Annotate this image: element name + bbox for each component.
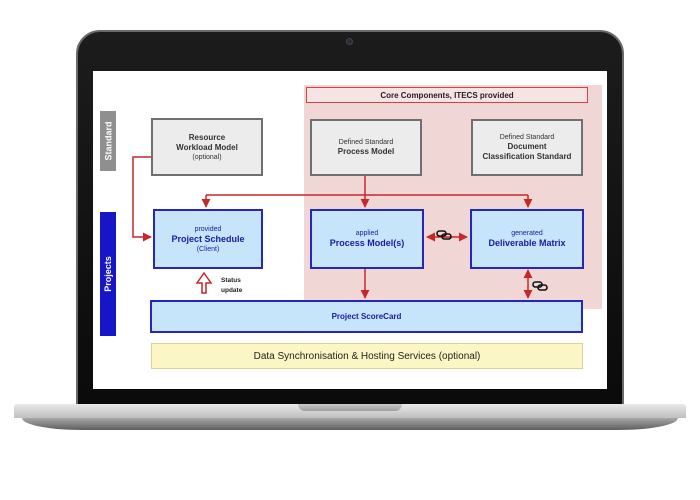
- process-model-standard-caption: Defined Standard: [338, 139, 394, 146]
- standard-label: Standard: [100, 111, 116, 171]
- status-update-arrow-icon: [195, 271, 213, 294]
- data-sync-hosting-bar: Data Synchronisation & Hosting Services …: [151, 343, 583, 369]
- laptop-notch: [298, 404, 402, 411]
- link-icon: [436, 230, 452, 240]
- core-components-label: Core Components, ITECS provided: [306, 87, 588, 103]
- document-classification-title-line2: Classification Standard: [482, 152, 572, 161]
- projects-label: Projects: [100, 212, 116, 336]
- project-schedule-note: (Client): [196, 245, 220, 253]
- resource-workload-title-line1: Resource: [188, 132, 226, 142]
- deliverable-matrix-title: Deliverable Matrix: [488, 238, 566, 248]
- applied-process-model-title: Process Model(s): [329, 238, 405, 248]
- project-schedule-title: Project Schedule: [171, 233, 245, 244]
- resource-workload-model-box: Resource Workload Model (optional): [151, 118, 263, 176]
- connector-lines: [132, 156, 548, 299]
- document-classification-caption: Defined Standard: [499, 134, 555, 141]
- laptop-screen: Core Components, ITECS provided Standard…: [93, 71, 607, 389]
- process-model-standard-box: Defined Standard Process Model: [310, 119, 422, 176]
- deliverable-matrix-caption: generated: [511, 230, 543, 237]
- deliverable-matrix-box: generated Deliverable Matrix: [470, 209, 584, 269]
- laptop-base: [14, 404, 686, 418]
- camera-icon: [346, 38, 353, 45]
- project-schedule-box: provided Project Schedule (Client): [153, 209, 263, 269]
- document-classification-box: Defined Standard Document Classification…: [471, 119, 583, 176]
- project-scorecard-bar: Project ScoreCard: [150, 300, 583, 333]
- applied-process-model-caption: applied: [355, 230, 379, 237]
- project-schedule-caption: provided: [194, 225, 222, 233]
- document-classification-title-line1: Document: [507, 142, 547, 151]
- resource-workload-note: (optional): [192, 153, 222, 161]
- link-icon: [532, 281, 548, 291]
- resource-workload-title-line2: Workload Model: [176, 142, 238, 152]
- laptop-base-foot: [22, 418, 678, 430]
- resource-to-schedule-connector: [132, 156, 153, 242]
- status-update-label: Status update: [221, 277, 243, 294]
- applied-process-model-box: applied Process Model(s): [310, 209, 424, 269]
- process-model-standard-title: Process Model: [337, 147, 395, 156]
